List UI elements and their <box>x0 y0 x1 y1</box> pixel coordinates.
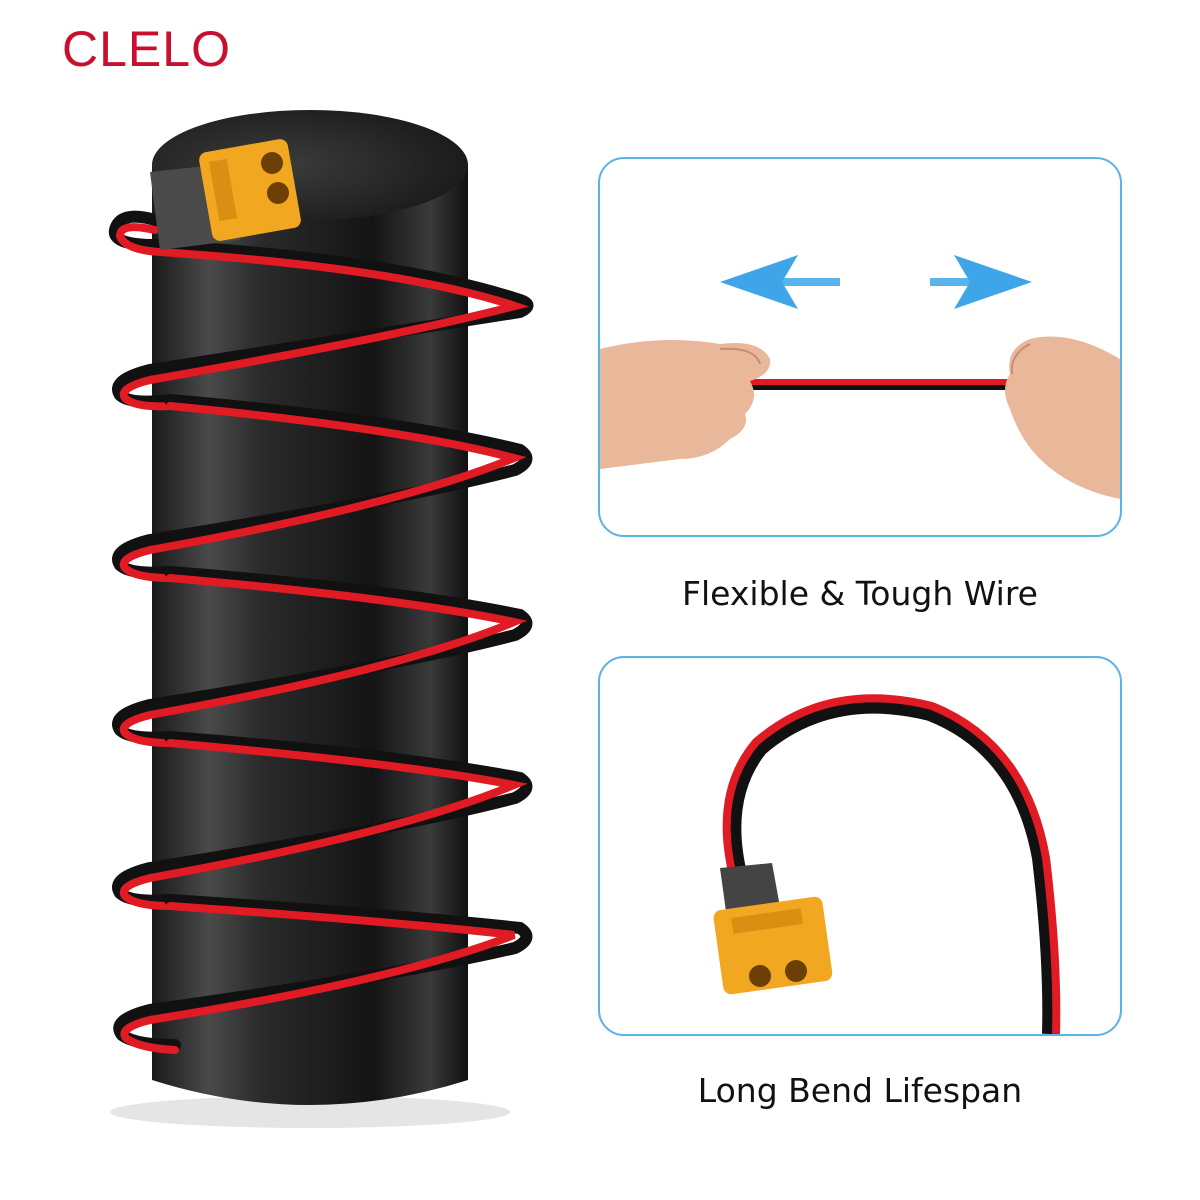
xt60-connector-top <box>199 139 301 241</box>
left-arrow-icon <box>720 255 840 309</box>
flexible-wire-panel <box>598 157 1122 537</box>
right-arrow-icon <box>930 255 1032 309</box>
bent-cable-illustration <box>713 694 1061 1034</box>
brand-logo: CLELO <box>62 21 231 77</box>
xt60-connector-bottom <box>713 896 833 995</box>
bend-lifespan-panel <box>598 656 1122 1036</box>
cylinder-wire-illustration <box>108 110 534 1128</box>
stretch-illustration <box>600 255 1120 499</box>
feature-caption-bend: Long Bend Lifespan <box>697 1071 1023 1110</box>
feature-caption-flexible: Flexible & Tough Wire <box>682 574 1038 613</box>
